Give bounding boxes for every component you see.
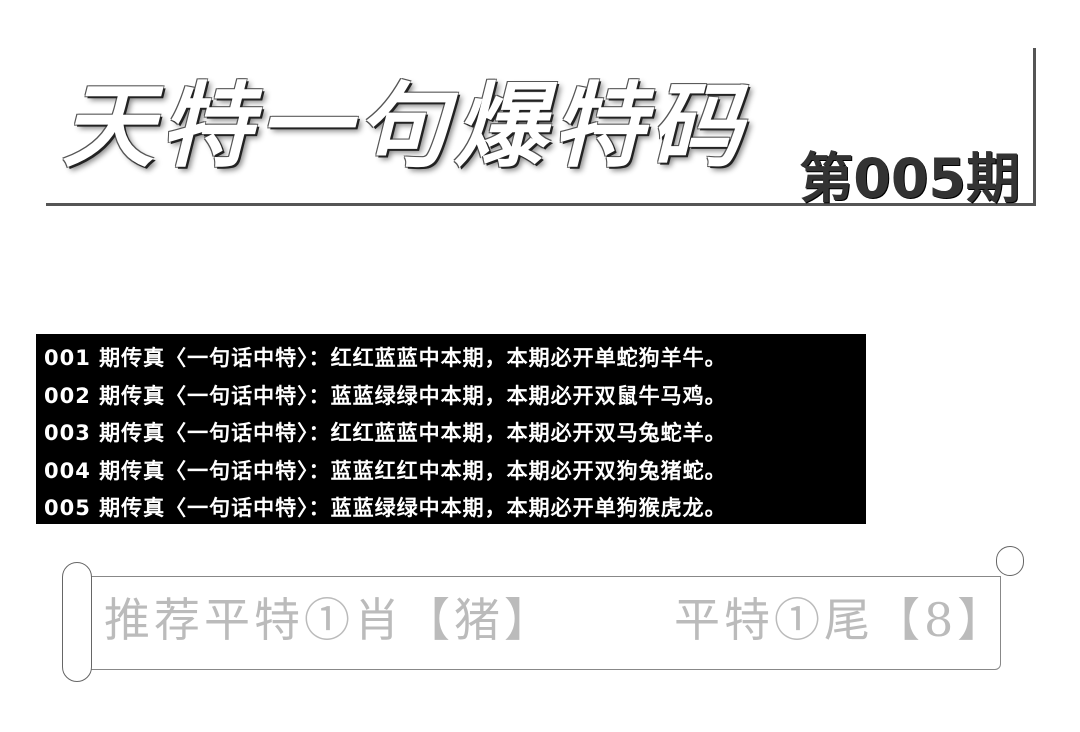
recommend-zodiac: 推荐平特①肖【猪】 [104,593,554,647]
fax-list: 001 期传真〈一句话中特〉：红红蓝蓝中本期，本期必开单蛇狗羊牛。 002 期传… [36,334,866,524]
scroll-roll-right-icon [996,546,1024,576]
header-frame [46,48,1036,206]
fax-row: 001 期传真〈一句话中特〉：红红蓝蓝中本期，本期必开单蛇狗羊牛。 [44,346,727,370]
fax-row: 003 期传真〈一句话中特〉：红红蓝蓝中本期，本期必开双马兔蛇羊。 [44,421,727,445]
recommendation-scroll: 推荐平特①肖【猪】 平特①尾【8】 [62,546,1024,682]
issue-number: 第005期 [799,147,1020,210]
scroll-body [80,576,1001,670]
fax-row: 005 期传真〈一句话中特〉：蓝蓝绿绿中本期，本期必开单狗猴虎龙。 [44,496,727,520]
page-title: 天特一句爆特码 [62,72,749,180]
fax-row: 002 期传真〈一句话中特〉：蓝蓝绿绿中本期，本期必开双鼠牛马鸡。 [44,383,727,408]
fax-row: 004 期传真〈一句话中特〉：蓝蓝红红中本期，本期必开双狗兔猪蛇。 [44,458,727,483]
recommend-tail: 平特①尾【8】 [674,593,1008,647]
scroll-roll-left-icon [62,562,92,682]
